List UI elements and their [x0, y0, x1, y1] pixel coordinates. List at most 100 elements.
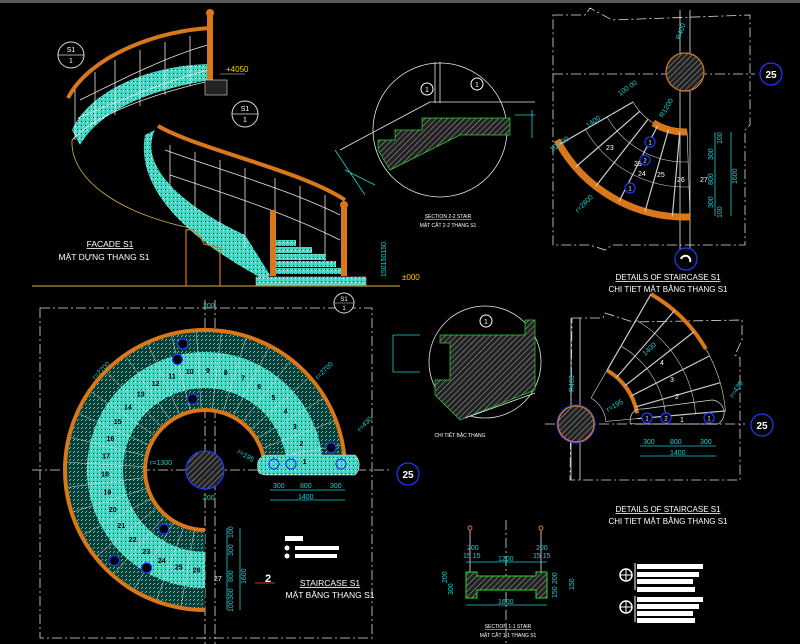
plan-step-numbers: 1234567891011121314151617181920212223242…: [101, 368, 306, 575]
svg-text:1400: 1400: [298, 494, 314, 501]
step-detail-title: CHI TIẾT BẬC THANG: [434, 432, 485, 439]
lower-handrail: [157, 124, 347, 202]
detail-top-frame: [552, 7, 751, 251]
detail-bottom-step-number: 2: [675, 394, 679, 401]
upper-balusters: [74, 36, 209, 140]
detail-bottom-column-radius: R400: [569, 375, 576, 392]
landing-marker-icon: [335, 458, 347, 470]
step-marker-icon: [186, 393, 199, 405]
svg-text:S1: S1: [340, 297, 348, 303]
detail-top-step-number: 26: [677, 177, 685, 184]
plan-step-number: 9: [206, 368, 210, 375]
plan-step-line: [90, 391, 154, 436]
detail-top-step-line: [559, 101, 634, 146]
plan-step-number: 17: [102, 453, 110, 460]
detail-top-marker-label: 1: [628, 187, 632, 193]
plan-step-line: [134, 523, 174, 589]
plan-step-line: [223, 338, 247, 411]
plan-step-number: 3: [293, 424, 297, 431]
step-marker-icon: [171, 353, 184, 365]
svg-text:1: 1: [342, 306, 346, 312]
landing-dimensions: 300 800 300 1400: [270, 483, 345, 501]
svg-text:1400: 1400: [585, 115, 602, 130]
detail-top-outer-rail: [553, 138, 691, 221]
detail-top-step-line: [595, 118, 649, 187]
plan-rings: [63, 328, 347, 612]
detail-bottom-column: [556, 404, 596, 444]
plan-section-tag[interactable]: S1 1: [333, 292, 355, 314]
plan-grid-tag-25[interactable]: 25: [396, 462, 420, 486]
plan-step-number: 20: [109, 507, 117, 514]
detail-bottom-marker-icon: [641, 412, 653, 424]
svg-text:15 15: 15 15: [533, 553, 551, 560]
plan-step-line: [257, 398, 324, 439]
detail-bottom-outer-rail: [649, 292, 708, 351]
detail-bottom-inner-rail: [605, 368, 640, 414]
plan-step-number: 10: [186, 369, 194, 376]
svg-text:100: 100: [228, 526, 235, 538]
svg-text:100: 100: [228, 600, 235, 612]
svg-text:1400: 1400: [642, 342, 658, 358]
detail-bottom-step-number: 1: [680, 417, 684, 424]
svg-text:1: 1: [243, 117, 247, 124]
upper-handrail: [66, 26, 213, 99]
detail-top-step-line: [671, 131, 681, 217]
plan-step-number: 15: [114, 419, 122, 426]
section-1-1-title: SECTION 1-1 STAIR: [485, 624, 532, 630]
plan-step-line: [70, 437, 145, 456]
legend-item-2: 2: [619, 596, 703, 623]
plan-step-line: [233, 347, 270, 416]
svg-text:800: 800: [708, 173, 715, 185]
svg-text:150: 150: [552, 586, 559, 598]
section-1-1-slab: [465, 571, 548, 599]
svg-text:300: 300: [228, 544, 235, 556]
window-top-bar: [0, 0, 800, 3]
detail-bottom-marker-label: 2: [664, 417, 668, 423]
plan-step-number: 13: [137, 391, 145, 398]
plan-step-line: [68, 477, 144, 488]
plan-step-number: 8: [224, 370, 228, 377]
svg-text:200: 200: [442, 571, 449, 583]
landing-marker-icon: [268, 458, 280, 470]
svg-text:100 00: 100 00: [617, 80, 639, 98]
plan-step-line: [67, 462, 144, 467]
section-2-2-subtitle: MẶT CẮT 2-2 THANG S1: [420, 221, 477, 229]
section-2-2-slab: [377, 117, 511, 171]
plan-step-line: [147, 344, 180, 414]
plan-tread-band: [87, 352, 323, 588]
plan-markers: [108, 338, 347, 574]
lower-flight-tread-band: [143, 130, 270, 280]
detail-top-vertical-dims: 100 300 800 300 100 1600: [708, 132, 739, 218]
facade-elevation: +4050 ±000 S1 1 S1 1 150150150 FACADE S1…: [32, 9, 420, 287]
plan-step-line: [212, 332, 222, 409]
detail-bottom-title: DETAILS OF STAIRCASE S1: [615, 505, 721, 514]
section-tag-facade-lower[interactable]: S1 1: [231, 100, 259, 128]
detail-top-step-line: [644, 129, 670, 212]
detail-top-grid-tag-25[interactable]: 25: [759, 62, 783, 86]
section-tag-facade-upper[interactable]: S1 1: [57, 41, 85, 69]
detail-bottom-grid-tag-25[interactable]: 25: [750, 413, 774, 437]
door-outline: [185, 229, 221, 286]
svg-text:25: 25: [402, 470, 414, 481]
inner-radius-label: r=1300: [150, 460, 172, 467]
plan-step-number: 26: [193, 568, 201, 575]
step-detail-marker: 1: [484, 319, 488, 326]
detail-top-column-radius: R400: [675, 22, 687, 40]
detail-bottom-marker-icon: [703, 412, 715, 424]
svg-text:800: 800: [670, 439, 682, 446]
plan-step-number: 21: [117, 523, 125, 530]
plan-step-number: 11: [168, 374, 176, 381]
svg-text:300: 300: [448, 583, 455, 595]
plan-step-line: [126, 356, 170, 420]
step-marker-icon: [325, 442, 337, 454]
plan-step-number: 24: [158, 558, 166, 565]
riser-dimensions: 150150150: [381, 242, 388, 277]
section-2-2-detail: 1 1 SECTION 2-2 STAIR MẶT CẮT 2-2 THANG …: [334, 62, 535, 229]
plan-step-number: 19: [103, 489, 111, 496]
vertical-dimensions: 100 300 800 300 100 1600: [226, 526, 248, 612]
detail-bottom-dimensions: 300 800 300 1400: [640, 439, 716, 457]
level-top-label: +4050: [226, 65, 249, 74]
plan-step-line: [171, 336, 191, 410]
